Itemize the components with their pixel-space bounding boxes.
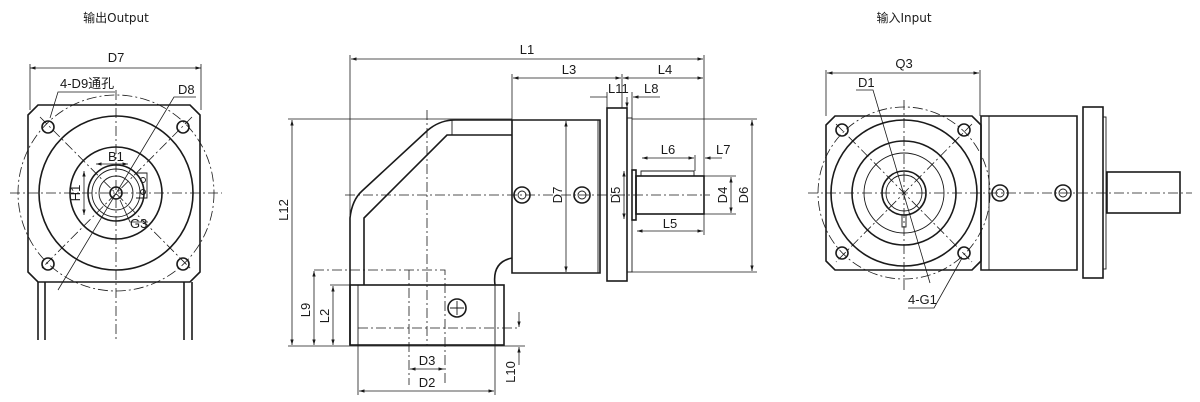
label-L8: L8	[644, 81, 658, 96]
label-D5: D5	[608, 187, 623, 204]
label-L1: L1	[520, 42, 534, 57]
label-D6: D6	[736, 187, 751, 204]
label-D8: D8	[178, 82, 195, 97]
label-G3: G3	[130, 216, 147, 231]
label-D7: D7	[108, 50, 125, 65]
input-view: Q3 D1 4-G1	[808, 56, 1192, 309]
mounting-holes	[41, 120, 190, 271]
label-L3: L3	[562, 62, 576, 77]
label-L5: L5	[663, 216, 677, 231]
label-4-G1-holes: 4-G1	[908, 292, 937, 307]
label-D7-side: D7	[550, 187, 565, 204]
label-L10: L10	[503, 361, 518, 383]
input-view-title: 输入Input	[876, 10, 931, 25]
label-D3: D3	[419, 353, 436, 368]
label-L6: L6	[661, 142, 675, 157]
output-view-title: 输出Output	[83, 10, 149, 25]
label-L11: L11	[608, 81, 629, 96]
label-H1: H1	[68, 185, 83, 202]
label-4-D9-holes: 4-D9通孔	[60, 76, 114, 91]
output-view: D7 4-D9通孔 D8 B1 H1 G3	[10, 50, 222, 340]
label-L9: L9	[298, 303, 313, 317]
label-D1: D1	[858, 75, 875, 90]
label-B1: B1	[108, 149, 124, 164]
label-D2: D2	[419, 375, 436, 390]
label-Q3: Q3	[895, 56, 912, 71]
label-L12: L12	[276, 199, 291, 221]
label-L7: L7	[716, 142, 730, 157]
input-mounting-holes	[835, 123, 971, 260]
label-L2: L2	[317, 309, 332, 323]
label-L4: L4	[658, 62, 672, 77]
label-D4: D4	[715, 187, 730, 204]
side-view: L1 L3 L4 L11 L8 L6 L7 L5 D7 D5 D4 D6 L12	[276, 42, 757, 395]
